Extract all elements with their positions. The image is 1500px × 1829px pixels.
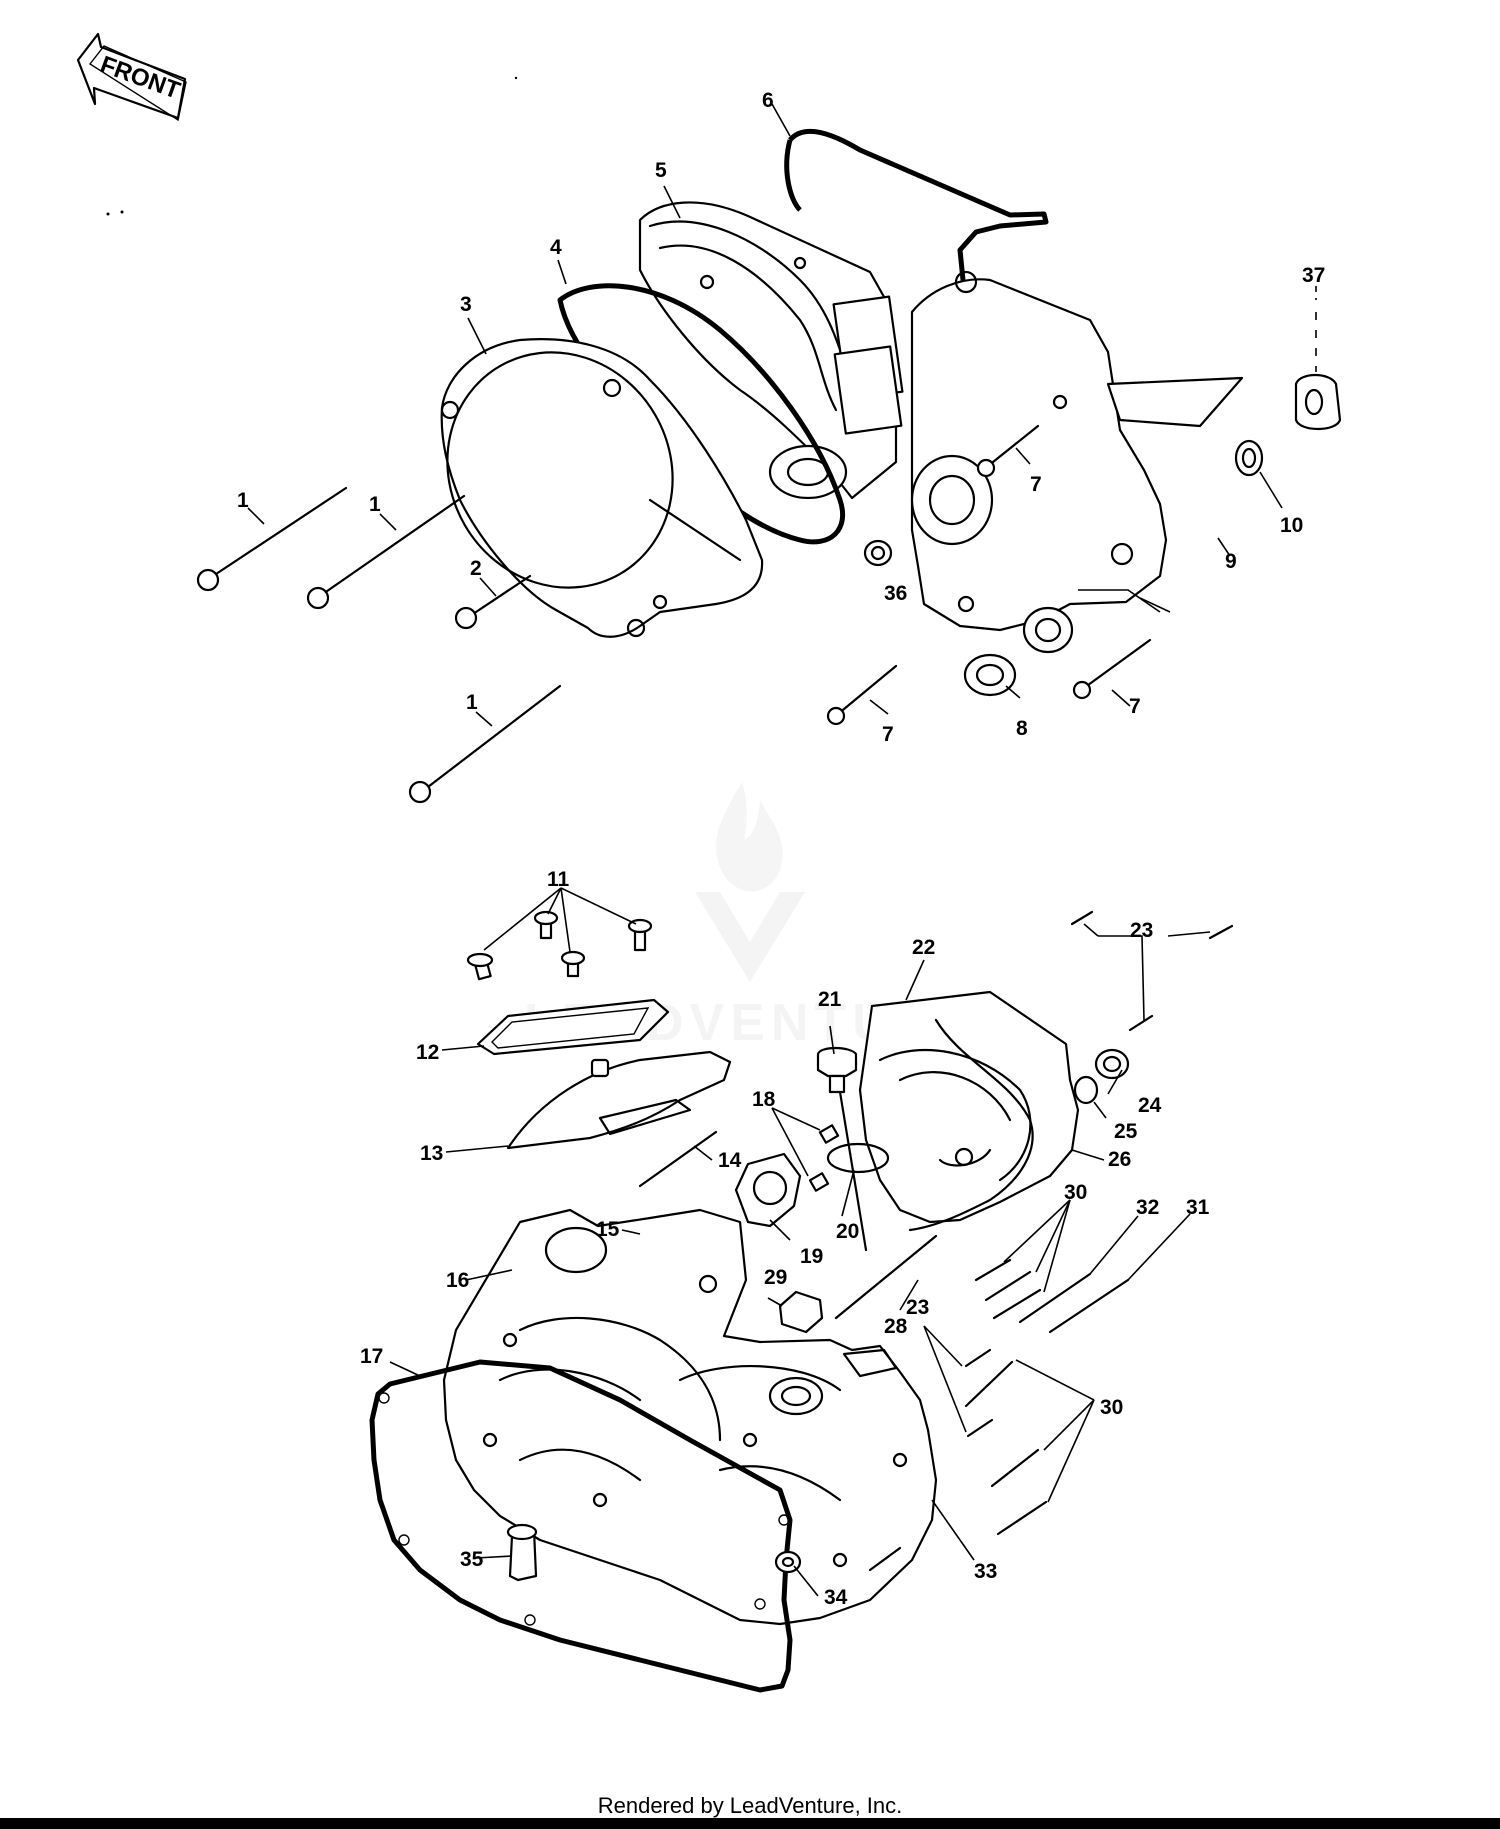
callout-7a: 7	[1030, 473, 1042, 496]
part-16-crankcase	[442, 1208, 938, 1626]
part-9-cover	[910, 270, 1244, 654]
callout-7b: 7	[882, 723, 894, 746]
callout-2: 2	[470, 557, 482, 580]
bolts-upper	[196, 424, 1152, 804]
callout-8: 8	[1016, 717, 1028, 740]
callout-23a: 23	[1130, 919, 1153, 942]
part-36-plug	[863, 539, 893, 567]
part-29-block	[778, 1290, 824, 1334]
part-11-screws	[466, 910, 653, 981]
part-3-cover	[440, 338, 764, 638]
part-12-gasket	[476, 998, 670, 1056]
callout-31: 31	[1186, 1196, 1210, 1219]
part-13-cover	[506, 1050, 732, 1150]
part-35-filter	[506, 1523, 538, 1582]
part-22-case	[858, 990, 1080, 1224]
part-5-cover	[638, 201, 904, 500]
callout-5: 5	[655, 159, 667, 182]
callout-22: 22	[912, 936, 935, 959]
callout-6: 6	[762, 89, 774, 112]
callout-18: 18	[752, 1088, 776, 1111]
callout-4: 4	[550, 236, 562, 259]
callout-3: 3	[460, 293, 472, 316]
callout-15: 15	[596, 1218, 620, 1241]
callout-19: 19	[800, 1245, 823, 1268]
callout-14: 14	[718, 1149, 742, 1172]
part-8-seal	[963, 653, 1017, 697]
callout-17: 17	[360, 1345, 383, 1368]
callout-labels: 1 1 1 2 3 4 5 6 7 7 7 8 9 10 11 12 13 14…	[237, 89, 1325, 1609]
footer-credit: Rendered by LeadVenture, Inc.	[597, 1793, 903, 1818]
callout-21: 21	[818, 988, 842, 1011]
callout-30b: 30	[1100, 1396, 1123, 1419]
callout-20: 20	[836, 1220, 859, 1243]
callout-34: 34	[824, 1586, 848, 1609]
part-10-seal	[1234, 439, 1264, 477]
part-37-cap	[1294, 373, 1342, 431]
callout-1b: 1	[369, 493, 381, 516]
callout-32: 32	[1136, 1196, 1159, 1219]
callout-11: 11	[547, 868, 570, 891]
callout-13: 13	[420, 1142, 443, 1165]
leader-lines	[247, 103, 1317, 1597]
callout-24: 24	[1138, 1094, 1162, 1117]
callout-12: 12	[416, 1041, 439, 1064]
callout-36: 36	[884, 582, 907, 605]
callout-29: 29	[764, 1266, 787, 1289]
callout-26: 26	[1108, 1148, 1131, 1171]
part-26-harness	[908, 1018, 1034, 1232]
callout-1c: 1	[466, 691, 478, 714]
callout-25: 25	[1114, 1120, 1138, 1143]
footer-bar	[0, 1818, 1500, 1829]
part-19-fitting	[734, 1152, 802, 1228]
callout-10: 10	[1280, 514, 1303, 537]
part-24-plug	[1094, 1048, 1130, 1080]
callout-16: 16	[446, 1269, 469, 1292]
bolts-lower	[638, 910, 1234, 1536]
callout-35: 35	[460, 1548, 484, 1571]
callout-23b: 23	[906, 1296, 929, 1319]
callout-28: 28	[884, 1315, 908, 1338]
callout-1a: 1	[237, 489, 249, 512]
callout-33: 33	[974, 1560, 997, 1583]
stray-marks	[106, 76, 518, 216]
callout-7c: 7	[1129, 695, 1141, 718]
callout-37: 37	[1302, 264, 1325, 287]
part-17-gasket	[369, 1359, 793, 1693]
callout-30a: 30	[1064, 1181, 1087, 1204]
callout-9: 9	[1225, 550, 1237, 573]
part-6-gasket	[784, 128, 1049, 321]
front-arrow-icon: FRONT	[76, 32, 187, 122]
part-25-o-ring	[1073, 1075, 1099, 1105]
